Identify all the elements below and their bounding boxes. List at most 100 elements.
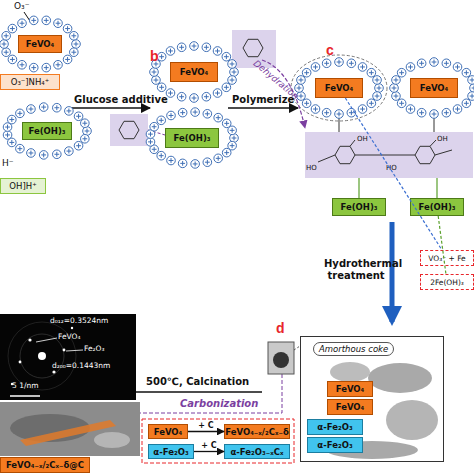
compound-box: α-Fe₂O₃ xyxy=(307,437,363,453)
connector xyxy=(188,431,224,432)
compound-box: FeVO₄ xyxy=(410,78,458,98)
charge-sign xyxy=(224,54,229,59)
charge-particle xyxy=(373,76,382,85)
compound-box: α-Fe₂O₃ xyxy=(148,444,194,459)
charge-circle xyxy=(222,52,231,61)
charge-sign xyxy=(230,78,235,83)
charge-circle xyxy=(430,110,439,119)
charge-sign xyxy=(159,153,164,158)
hydrothermal-arrow xyxy=(390,222,395,322)
tem-image xyxy=(268,342,294,374)
charge-particle xyxy=(367,99,376,108)
tem-image xyxy=(0,402,140,456)
node-text: Fe(OH)₃ xyxy=(418,202,455,212)
charge-sign xyxy=(377,86,382,91)
glucose-ring xyxy=(335,146,355,163)
charge-sign xyxy=(76,114,81,119)
charge-circle xyxy=(29,63,38,72)
charge-circle xyxy=(468,92,474,101)
charge-particle xyxy=(8,115,17,124)
charge-circle xyxy=(167,111,176,120)
charge-sign xyxy=(215,91,220,96)
charge-circle xyxy=(70,31,79,40)
diffraction-spot xyxy=(63,349,66,352)
charge-sign xyxy=(399,101,404,106)
product-box: FeVO₄₋ₓ/₂Cₓ₋δ@C xyxy=(0,457,90,473)
charge-sign xyxy=(464,70,469,75)
charge-sign xyxy=(168,49,173,54)
charge-circle xyxy=(8,55,17,64)
charge-sign xyxy=(71,50,76,55)
charge-particle xyxy=(468,92,474,101)
reaction-box: VO₃⁻ + Fe xyxy=(420,250,474,266)
charge-sign xyxy=(169,113,174,118)
charge-sign xyxy=(29,107,34,112)
charge-sign xyxy=(85,129,90,134)
charge-circle xyxy=(150,122,159,131)
charge-circle xyxy=(392,92,401,101)
charge-circle xyxy=(63,55,72,64)
charge-particle xyxy=(42,16,51,25)
node-text: OH]H⁺ xyxy=(9,181,36,191)
charge-sign xyxy=(18,146,23,151)
connector xyxy=(438,216,446,274)
charge-sign xyxy=(54,105,59,110)
charge-sign xyxy=(394,94,399,99)
charge-particle xyxy=(74,141,83,150)
charge-sign xyxy=(230,62,235,67)
charge-sign xyxy=(5,125,10,130)
charge-circle xyxy=(442,108,451,117)
charge-particle xyxy=(222,148,231,157)
charge-sign xyxy=(4,50,9,55)
charge-circle xyxy=(397,68,406,77)
charge-circle xyxy=(347,59,356,68)
charge-sign xyxy=(71,33,76,38)
charge-particle xyxy=(18,19,27,28)
charge-circle xyxy=(74,141,83,150)
charge-sign xyxy=(5,133,10,138)
charge-particle xyxy=(222,52,231,61)
charge-circle xyxy=(39,103,48,112)
charge-circle xyxy=(65,147,74,156)
charge-particle xyxy=(417,59,426,68)
charge-circle xyxy=(311,63,320,72)
charge-particle xyxy=(406,63,415,72)
compound-box: Fe(OH)₃ xyxy=(410,198,464,216)
connector xyxy=(345,98,442,250)
charge-particle xyxy=(228,126,237,135)
charge-circle xyxy=(222,83,231,92)
charge-sign xyxy=(324,110,329,115)
product-panel: Amorthous cokeFeVO₄FeVO₄α-Fe₂O₃α-Fe₂O₃ xyxy=(300,336,444,462)
annotation-label: b xyxy=(150,48,159,64)
charge-circle xyxy=(392,76,401,85)
charge-particle xyxy=(392,92,401,101)
compound-box: FeVO₄ xyxy=(170,62,218,82)
charge-circle xyxy=(203,158,212,167)
charge-clusters xyxy=(0,16,474,168)
charge-particle xyxy=(18,60,27,69)
polymer-band xyxy=(305,132,473,178)
charge-sign xyxy=(148,132,153,137)
compound-box: FeVO₄ xyxy=(315,78,363,98)
charge-circle xyxy=(358,105,367,114)
charge-sign xyxy=(408,65,413,70)
diffraction-spot xyxy=(38,352,46,360)
charge-particle xyxy=(191,108,200,117)
charge-sign xyxy=(180,110,185,115)
particle xyxy=(273,352,289,368)
node-text: α-Fe₂O₃ xyxy=(317,440,352,450)
charge-sign xyxy=(230,143,235,148)
charge-particle xyxy=(406,105,415,114)
charge-particle xyxy=(157,83,166,92)
charge-sign xyxy=(472,86,474,91)
charge-sign xyxy=(419,61,424,66)
charge-circle xyxy=(311,105,320,114)
charge-particle xyxy=(397,99,406,108)
charge-sign xyxy=(375,94,380,99)
charge-sign xyxy=(470,94,474,99)
charge-particle xyxy=(191,160,200,169)
charge-particle xyxy=(150,68,159,77)
charge-sign xyxy=(419,110,424,115)
charge-sign xyxy=(349,110,354,115)
charge-circle xyxy=(373,92,382,101)
